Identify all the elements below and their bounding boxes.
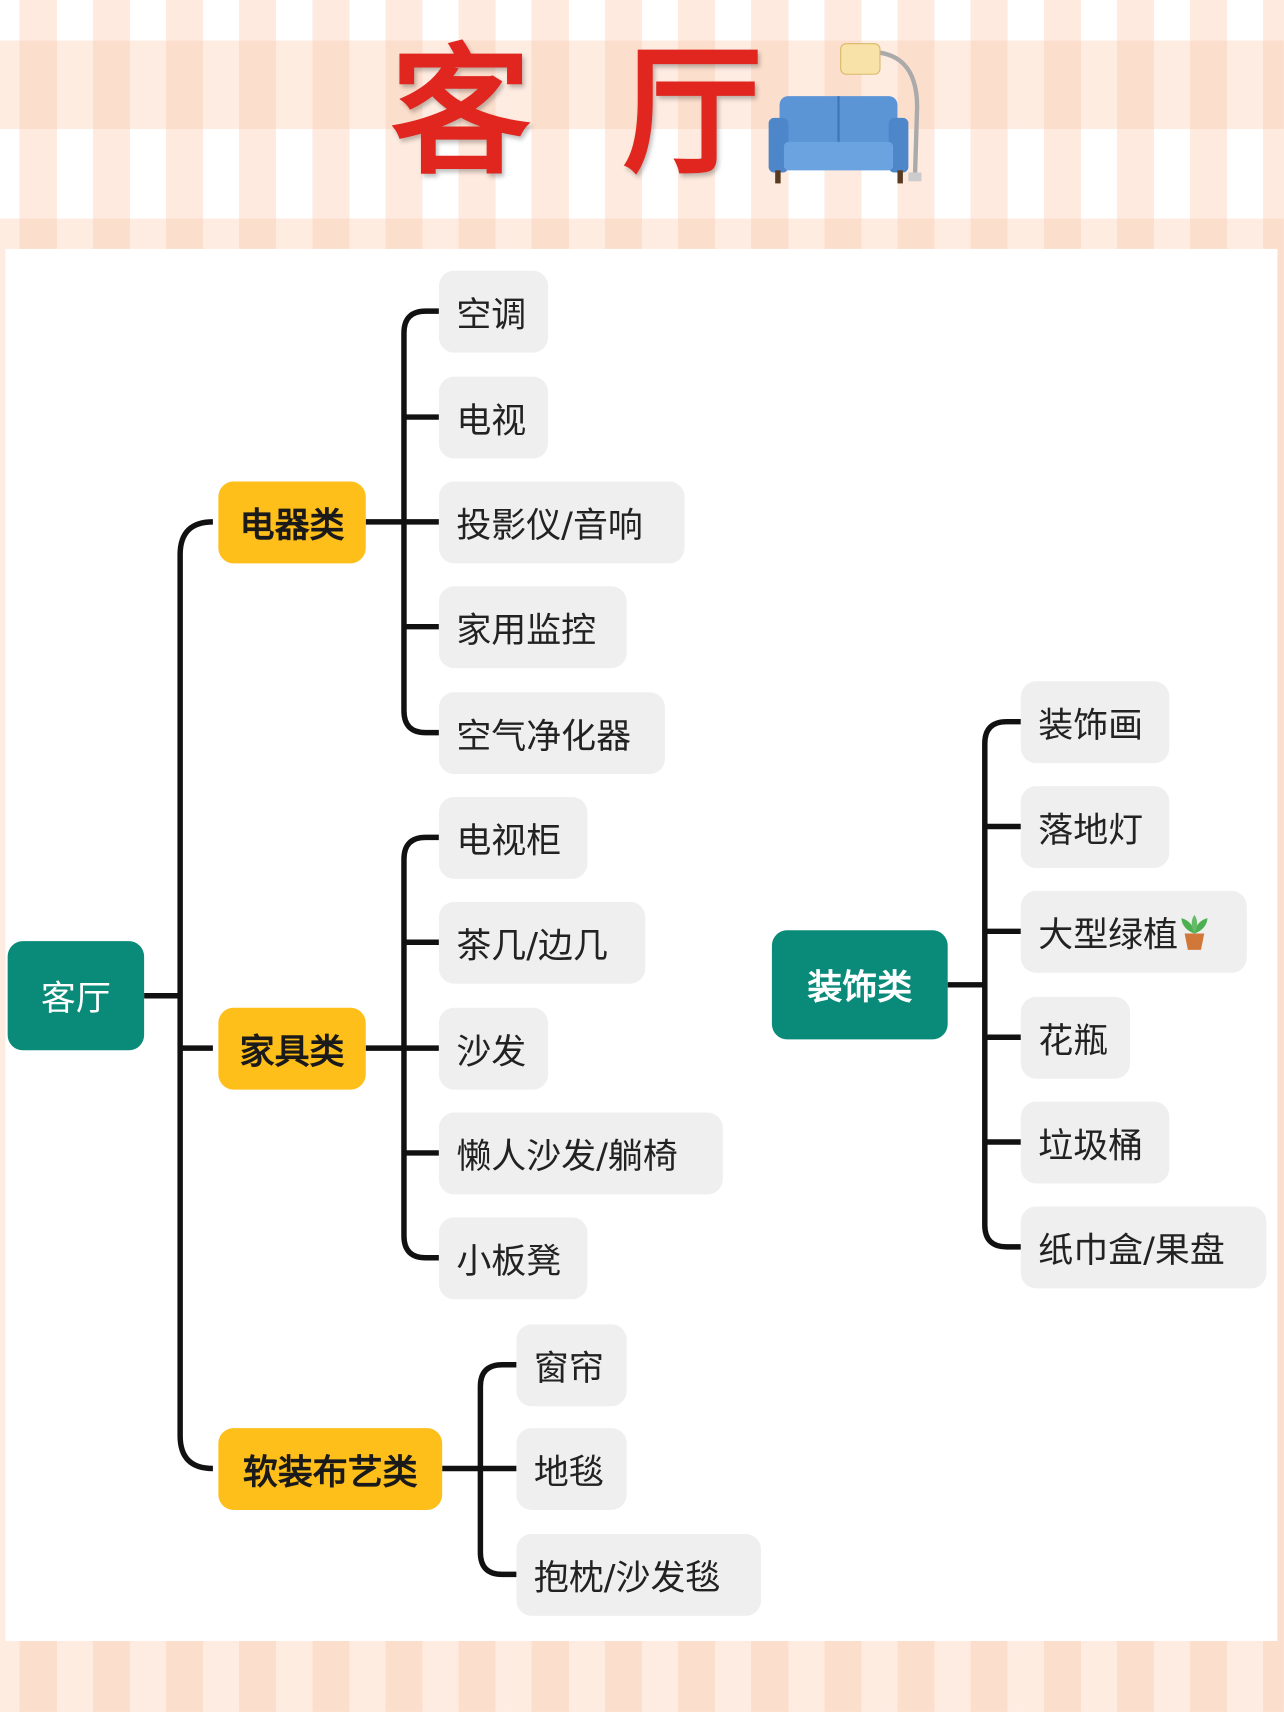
leaf-label: 纸巾盒/果盘: [1038, 1228, 1225, 1271]
leaf-label: 窗帘: [533, 1346, 604, 1389]
root-trunk: [177, 519, 214, 1472]
leaf-node[interactable]: 电视: [438, 376, 549, 459]
leaf-node[interactable]: 茶几/边几: [438, 901, 646, 984]
leaf-node[interactable]: 装饰画: [1020, 681, 1170, 764]
leaf-label: 电视: [456, 399, 527, 441]
leaf-label: 空调: [456, 293, 527, 335]
leaf-label: 垃圾桶: [1038, 1124, 1144, 1166]
title-char-1: 客: [390, 31, 531, 195]
leaf-label: 装饰画: [1038, 703, 1144, 746]
leaf-label: 地毯: [533, 1450, 604, 1492]
leaf-label: 抱枕/沙发毯: [533, 1556, 721, 1598]
leaf-node[interactable]: 垃圾桶: [1020, 1101, 1170, 1184]
leaf-label: 懒人沙发/躺椅: [456, 1134, 678, 1177]
leaf-node[interactable]: 懒人沙发/躺椅: [438, 1112, 723, 1195]
title-char-2: 厅: [622, 31, 763, 195]
category-node-furniture[interactable]: 家具类: [218, 1007, 366, 1090]
leaf-label: 电视柜: [456, 819, 562, 861]
leaf-node[interactable]: 投影仪/音响: [438, 481, 685, 564]
leaf-node[interactable]: 电视柜: [438, 797, 588, 879]
leaf-node[interactable]: 抱枕/沙发毯: [516, 1533, 761, 1616]
leaf-label: 沙发: [456, 1030, 527, 1072]
category-node-decor[interactable]: 装饰类: [771, 930, 948, 1040]
leaf-label: 落地灯: [1038, 808, 1144, 850]
leaf-node[interactable]: 空气净化器: [438, 692, 665, 775]
potted-plant-icon: [1181, 914, 1208, 950]
leaf-node[interactable]: 空调: [438, 270, 549, 353]
leaf-label: 花瓶: [1038, 1019, 1109, 1061]
root-node[interactable]: 客厅: [7, 941, 145, 1051]
leaf-node[interactable]: 落地灯: [1020, 786, 1170, 868]
leaf-node[interactable]: 花瓶: [1020, 996, 1131, 1079]
leaf-label: 小板凳: [456, 1239, 562, 1282]
sofa-lamp-icon: [768, 43, 922, 184]
leaf-node[interactable]: 沙发: [438, 1007, 549, 1090]
leaf-node[interactable]: 窗帘: [516, 1324, 627, 1407]
leaf-node[interactable]: 小板凳: [438, 1217, 588, 1300]
leaf-node[interactable]: 大型绿植: [1020, 890, 1247, 973]
category-node-appliances[interactable]: 电器类: [218, 481, 366, 564]
leaf-node[interactable]: 家用监控: [438, 586, 627, 669]
category-node-soft-furnishings[interactable]: 软装布艺类: [218, 1428, 443, 1510]
leaf-label: 茶几/边几: [456, 924, 608, 966]
branch-spine: [982, 718, 1021, 1250]
leaf-node[interactable]: 纸巾盒/果盘: [1020, 1206, 1267, 1289]
leaf-label: 大型绿植: [1038, 913, 1179, 955]
leaf-label: 家用监控: [456, 608, 597, 651]
leaf-label: 空气净化器: [456, 714, 632, 757]
leaf-node[interactable]: 地毯: [516, 1428, 627, 1510]
leaf-label: 投影仪/音响: [456, 503, 643, 546]
